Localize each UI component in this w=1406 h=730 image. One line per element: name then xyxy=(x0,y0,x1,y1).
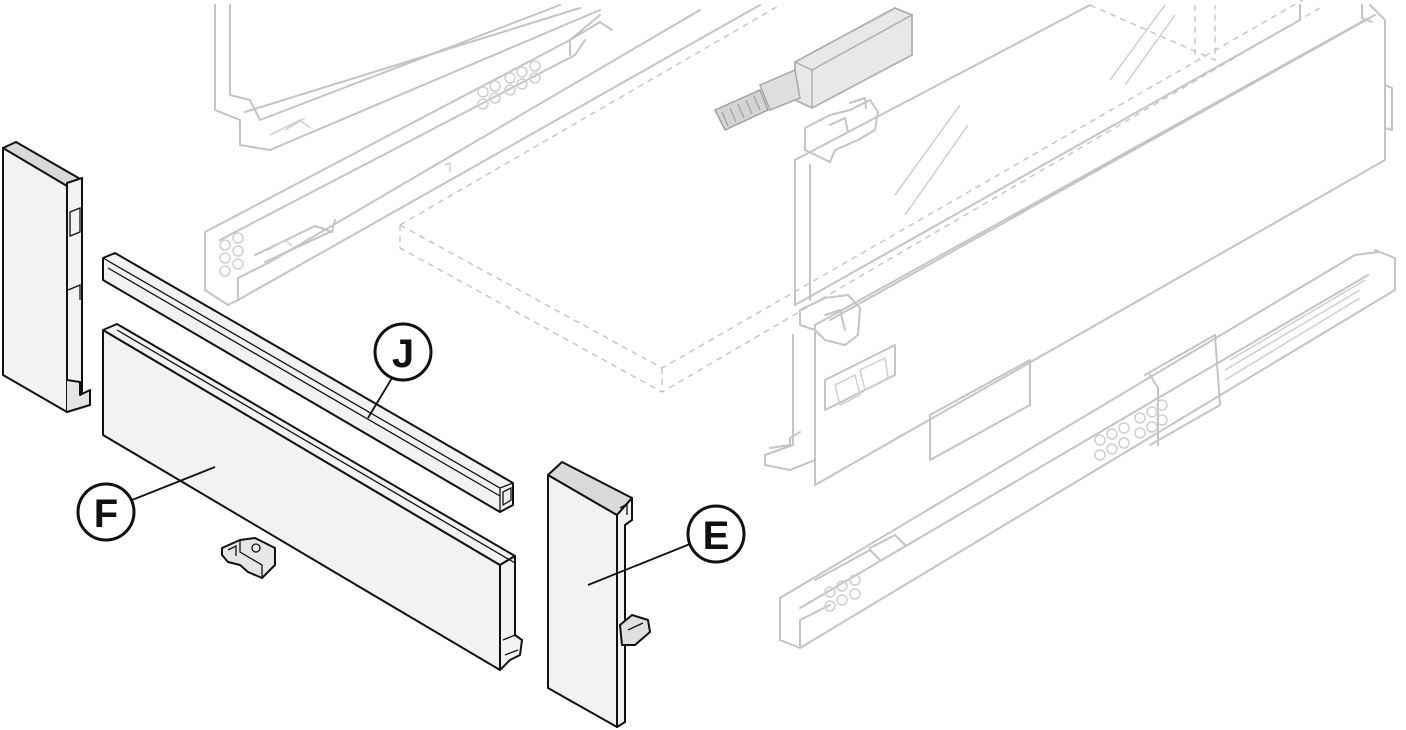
callout-f: F xyxy=(76,466,216,542)
rail-j xyxy=(102,252,514,513)
callout-j-label: J xyxy=(392,332,414,376)
ghost-drawer-bottom-dashed xyxy=(399,0,1321,393)
ghost-left-drawer-side xyxy=(204,4,761,306)
callout-e-label: E xyxy=(703,514,730,558)
ghost-left-rear-rail xyxy=(214,4,601,151)
ghost-right-runner xyxy=(779,249,1396,649)
ghost-hole-cluster-1 xyxy=(219,232,244,277)
left-front-end-cap xyxy=(2,141,91,413)
ghost-hole-cluster-4 xyxy=(824,574,861,612)
callout-e: E xyxy=(587,504,746,586)
ghost-glass-panel xyxy=(794,4,1301,306)
front-panel-f xyxy=(102,323,523,671)
mounting-clip xyxy=(221,537,276,579)
ghost-hole-cluster-2 xyxy=(477,60,541,110)
ghost-right-drawer-side xyxy=(764,4,1393,486)
callout-j: J xyxy=(367,322,433,419)
callout-f-label: F xyxy=(94,492,118,536)
ghost-upper-clip xyxy=(804,97,879,163)
ghost-damper xyxy=(713,7,913,131)
ghost-drawer-assembly xyxy=(204,0,1396,649)
ghost-hole-cluster-3 xyxy=(1094,399,1168,461)
right-end-cap-e xyxy=(547,461,651,728)
